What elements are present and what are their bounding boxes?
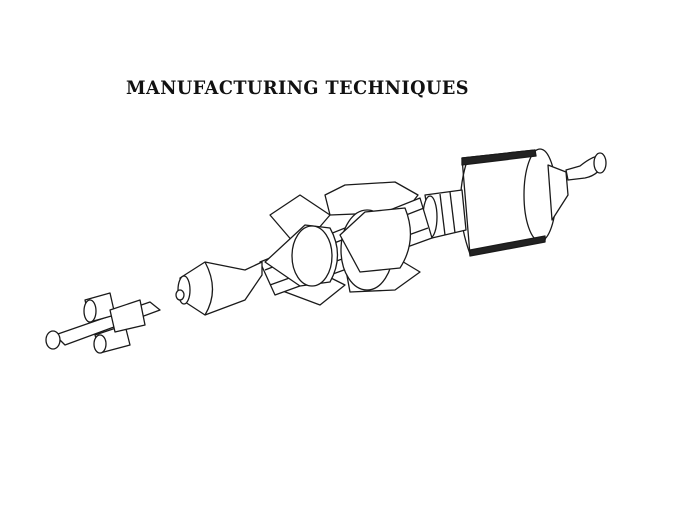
page-title: MANUFACTURING TECHNIQUES — [126, 77, 470, 99]
command-module — [175, 261, 263, 316]
core-tube — [259, 197, 433, 296]
escape-assembly — [45, 292, 161, 354]
service-module — [459, 148, 607, 257]
